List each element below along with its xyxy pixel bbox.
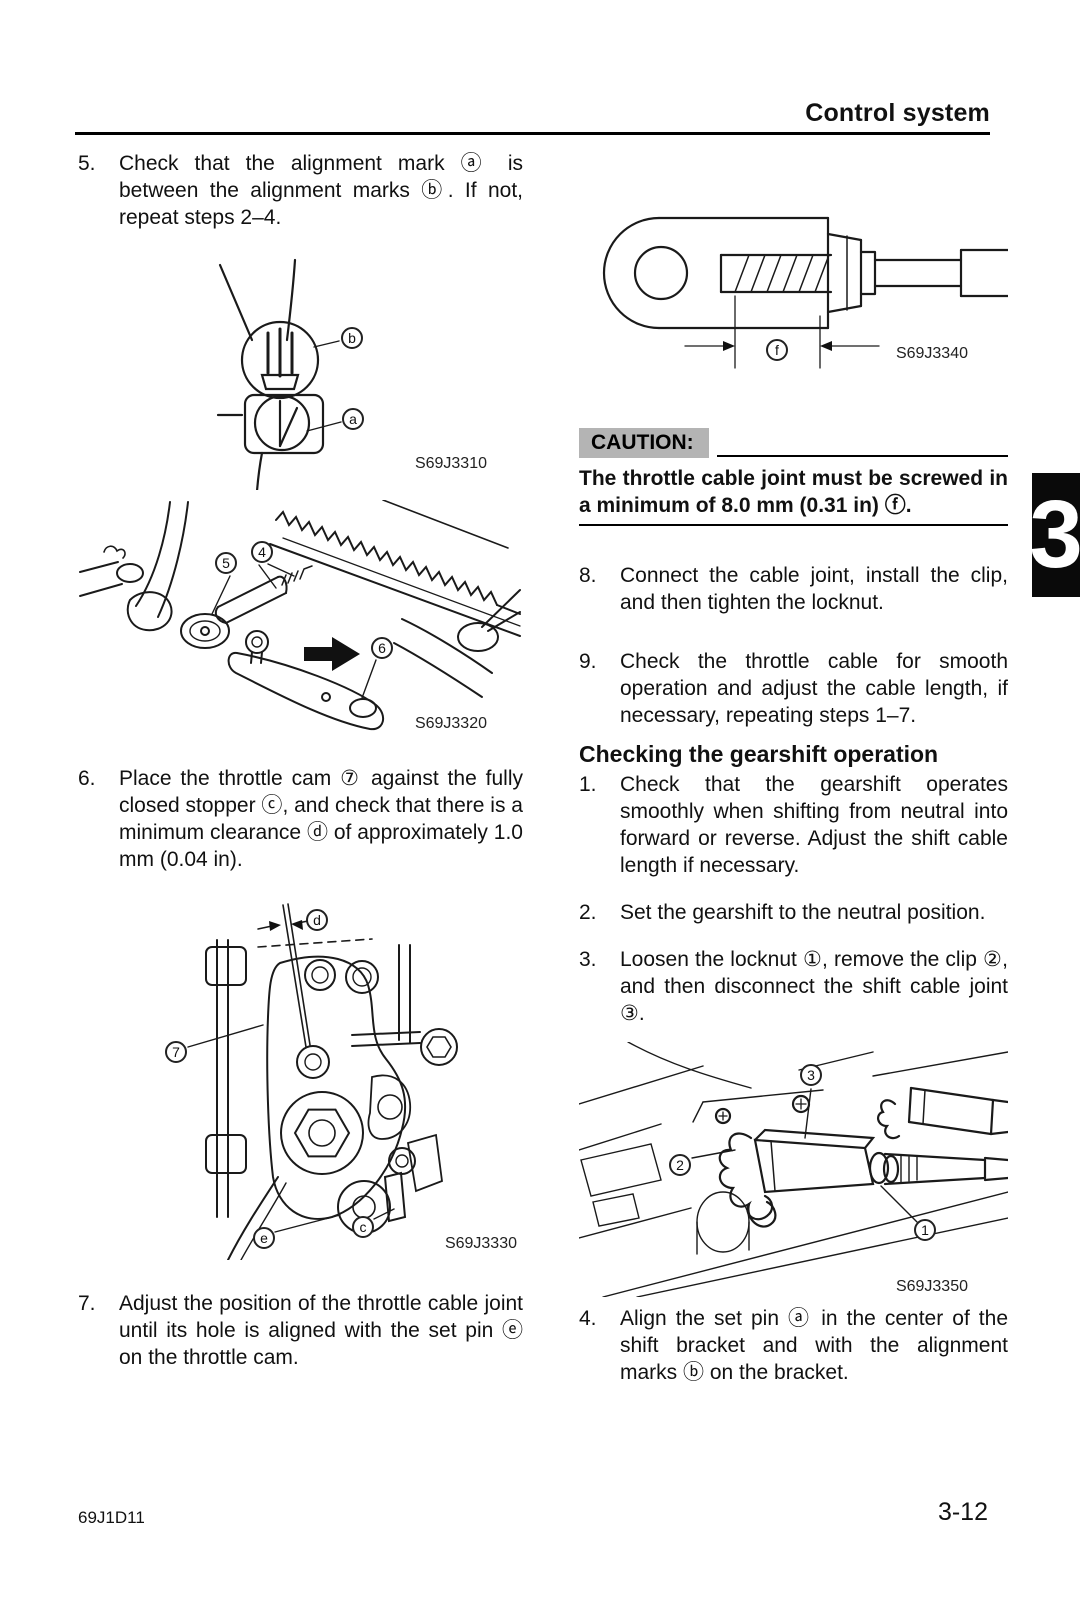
chapter-number: 3 bbox=[1032, 481, 1080, 588]
step-gearshift-1: 1. Check that the gearshift operates smo… bbox=[579, 771, 1008, 879]
figure-cable-joint: f S69J3340 bbox=[579, 200, 1008, 385]
chapter-tab: 3 bbox=[1032, 473, 1080, 597]
fig-label-d: d bbox=[306, 909, 328, 931]
fig-label-3: 3 bbox=[800, 1064, 822, 1086]
step-gearshift-2: 2. Set the gearshift to the neutral posi… bbox=[579, 899, 1008, 926]
figure-throttle-cam: d 7 e c S69J3330 bbox=[78, 885, 523, 1260]
step-number: 4. bbox=[579, 1307, 597, 1330]
figure-caption: S69J3330 bbox=[444, 1235, 517, 1252]
step-text: Align the set pin ⓐ in the center of the… bbox=[620, 1307, 1008, 1384]
step-text: Adjust the position of the throttle cabl… bbox=[119, 1292, 523, 1369]
step-throttle-5: 5. Check that the alignment mark ⓐ is be… bbox=[78, 150, 523, 231]
step-text: Set the gearshift to the neutral positio… bbox=[620, 901, 986, 924]
figure-shift-cable-joint: 3 2 1 S69J3350 bbox=[579, 1042, 1008, 1297]
figure-drawing-s69j3310 bbox=[78, 255, 523, 490]
figure-caption: S69J3310 bbox=[414, 455, 487, 472]
step-number: 9. bbox=[579, 650, 597, 673]
figure-drawing-s69j3340 bbox=[579, 200, 1008, 385]
step-number: 6. bbox=[78, 767, 96, 790]
fig-label-5: 5 bbox=[215, 552, 237, 574]
step-text: Loosen the locknut ①, remove the clip ②,… bbox=[620, 948, 1008, 1025]
step-text: Check that the alignment mark ⓐ is betwe… bbox=[119, 152, 523, 229]
fig-label-7: 7 bbox=[165, 1041, 187, 1063]
step-text: Check the throttle cable for smooth oper… bbox=[620, 650, 1008, 727]
step-throttle-9: 9. Check the throttle cable for smooth o… bbox=[579, 648, 1008, 729]
step-text: Check that the gearshift operates smooth… bbox=[620, 773, 1008, 877]
fig-label-b: b bbox=[341, 327, 363, 349]
step-number: 3. bbox=[579, 948, 597, 971]
caution-bottom-rule bbox=[579, 524, 1008, 526]
fig-label-c: c bbox=[352, 1216, 374, 1238]
fig-label-2: 2 bbox=[669, 1154, 691, 1176]
page-header: Control system bbox=[75, 0, 990, 135]
figure-throttle-cable-fitting: 5 4 6 S69J3320 bbox=[78, 500, 523, 740]
figure-drawing-s69j3320 bbox=[78, 500, 523, 740]
fig-label-6: 6 bbox=[371, 637, 393, 659]
caution-header: CAUTION: bbox=[579, 428, 1008, 458]
step-gearshift-4: 4. Align the set pin ⓐ in the center of … bbox=[579, 1305, 1008, 1386]
page-title: Control system bbox=[805, 99, 990, 127]
step-number: 1. bbox=[579, 773, 597, 796]
fig-label-a: a bbox=[342, 408, 364, 430]
step-throttle-8: 8. Connect the cable joint, install the … bbox=[579, 562, 1008, 616]
fig-label-1: 1 bbox=[914, 1219, 936, 1241]
figure-alignment-marks: b a S69J3310 bbox=[78, 255, 523, 490]
figure-drawing-s69j3330 bbox=[78, 885, 523, 1260]
caution-text: The throttle cable joint must be screwed… bbox=[579, 467, 1008, 517]
step-throttle-7: 7. Adjust the position of the throttle c… bbox=[78, 1290, 523, 1371]
caution-label: CAUTION: bbox=[579, 428, 709, 458]
section-heading-gearshift: Checking the gearshift operation bbox=[579, 741, 939, 767]
left-column: 5. Check that the alignment mark ⓐ is be… bbox=[78, 138, 523, 1371]
fig-label-e: e bbox=[253, 1227, 275, 1249]
step-gearshift-3: 3. Loosen the locknut ①, remove the clip… bbox=[579, 946, 1008, 1027]
figure-caption: S69J3350 bbox=[895, 1278, 968, 1295]
figure-caption: S69J3320 bbox=[414, 715, 487, 732]
footer-page-number: 3-12 bbox=[937, 1498, 988, 1526]
fig-label-f: f bbox=[766, 339, 788, 361]
figure-drawing-s69j3350 bbox=[579, 1042, 1008, 1297]
right-column: f S69J3340 CAUTION: The throttle cable j… bbox=[579, 138, 1008, 1386]
step-throttle-6: 6. Place the throttle cam ⑦ against the … bbox=[78, 765, 523, 873]
caution-header-rule bbox=[716, 455, 1008, 457]
step-text: Place the throttle cam ⑦ against the ful… bbox=[119, 767, 523, 871]
figure-caption: S69J3340 bbox=[895, 345, 968, 362]
step-number: 5. bbox=[78, 152, 96, 175]
step-number: 7. bbox=[78, 1292, 96, 1315]
direction-arrow bbox=[304, 637, 360, 671]
step-text: Connect the cable joint, install the cli… bbox=[620, 564, 1008, 614]
step-number: 2. bbox=[579, 901, 597, 924]
step-number: 8. bbox=[579, 564, 597, 587]
footer-doc-code: 69J1D11 bbox=[78, 1508, 145, 1527]
fig-label-4: 4 bbox=[251, 541, 273, 563]
caution-box: CAUTION: The throttle cable joint must b… bbox=[579, 428, 1008, 526]
